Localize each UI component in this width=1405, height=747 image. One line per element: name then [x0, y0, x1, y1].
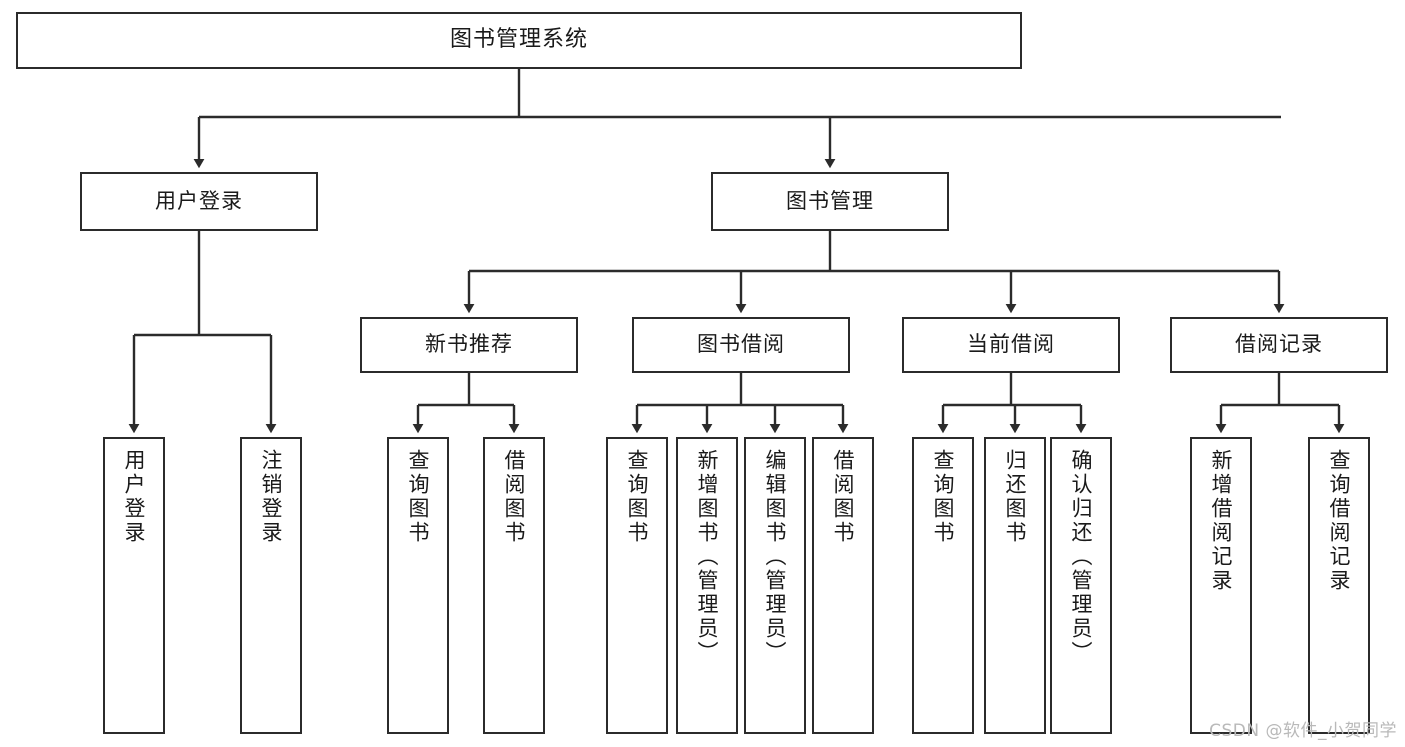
node-user-login[interactable]: 用户登录	[80, 172, 318, 231]
node-label: 图书管理系统	[449, 27, 588, 53]
leaf-node-current-query-book[interactable]: 查询图书	[912, 437, 974, 734]
node-label: 用户登录	[155, 188, 243, 213]
leaf-node-logout[interactable]: 注销登录	[240, 437, 302, 734]
leaf-node-borrow-book[interactable]: 借阅图书	[812, 437, 874, 734]
leaf-node-confirm-return-admin[interactable]: 确认归还（管理员）	[1050, 437, 1112, 734]
node-label: 借阅图书	[502, 449, 527, 545]
node-label: 新书推荐	[425, 332, 513, 357]
leaf-node-edit-book-admin[interactable]: 编辑图书（管理员）	[744, 437, 806, 734]
leaf-node-rec-borrow-book[interactable]: 借阅图书	[483, 437, 545, 734]
node-label: 查询借阅记录	[1327, 449, 1352, 593]
node-root-book-management-system[interactable]: 图书管理系统	[16, 12, 1022, 69]
leaf-node-add-book-admin[interactable]: 新增图书（管理员）	[676, 437, 738, 734]
watermark: CSDN @软件_小贺同学	[1209, 721, 1397, 741]
node-current-borrow[interactable]: 当前借阅	[902, 317, 1120, 373]
node-new-book-recommendation[interactable]: 新书推荐	[360, 317, 578, 373]
node-label: 用户登录	[122, 449, 147, 545]
node-label: 借阅图书	[831, 449, 856, 545]
node-label: 注销登录	[259, 449, 284, 545]
leaf-node-return-book[interactable]: 归还图书	[984, 437, 1046, 734]
node-label: 确认归还（管理员）	[1069, 449, 1094, 665]
node-label: 新增图书（管理员）	[695, 449, 720, 665]
leaf-node-borrow-query-book[interactable]: 查询图书	[606, 437, 668, 734]
node-label: 图书管理	[786, 188, 874, 213]
leaf-node-query-borrow-record[interactable]: 查询借阅记录	[1308, 437, 1370, 734]
node-label: 图书借阅	[697, 332, 785, 357]
node-label: 归还图书	[1003, 449, 1028, 545]
node-borrow-record[interactable]: 借阅记录	[1170, 317, 1388, 373]
leaf-node-user-login[interactable]: 用户登录	[103, 437, 165, 734]
leaf-node-add-borrow-record[interactable]: 新增借阅记录	[1190, 437, 1252, 734]
node-book-borrow[interactable]: 图书借阅	[632, 317, 850, 373]
node-book-management[interactable]: 图书管理	[711, 172, 949, 231]
node-label: 查询图书	[406, 449, 431, 545]
node-label: 编辑图书（管理员）	[763, 449, 788, 665]
node-label: 新增借阅记录	[1209, 449, 1234, 593]
node-label: 当前借阅	[967, 332, 1055, 357]
node-label: 借阅记录	[1235, 332, 1323, 357]
leaf-node-rec-query-book[interactable]: 查询图书	[387, 437, 449, 734]
node-label: 查询图书	[931, 449, 956, 545]
node-label: 查询图书	[625, 449, 650, 545]
